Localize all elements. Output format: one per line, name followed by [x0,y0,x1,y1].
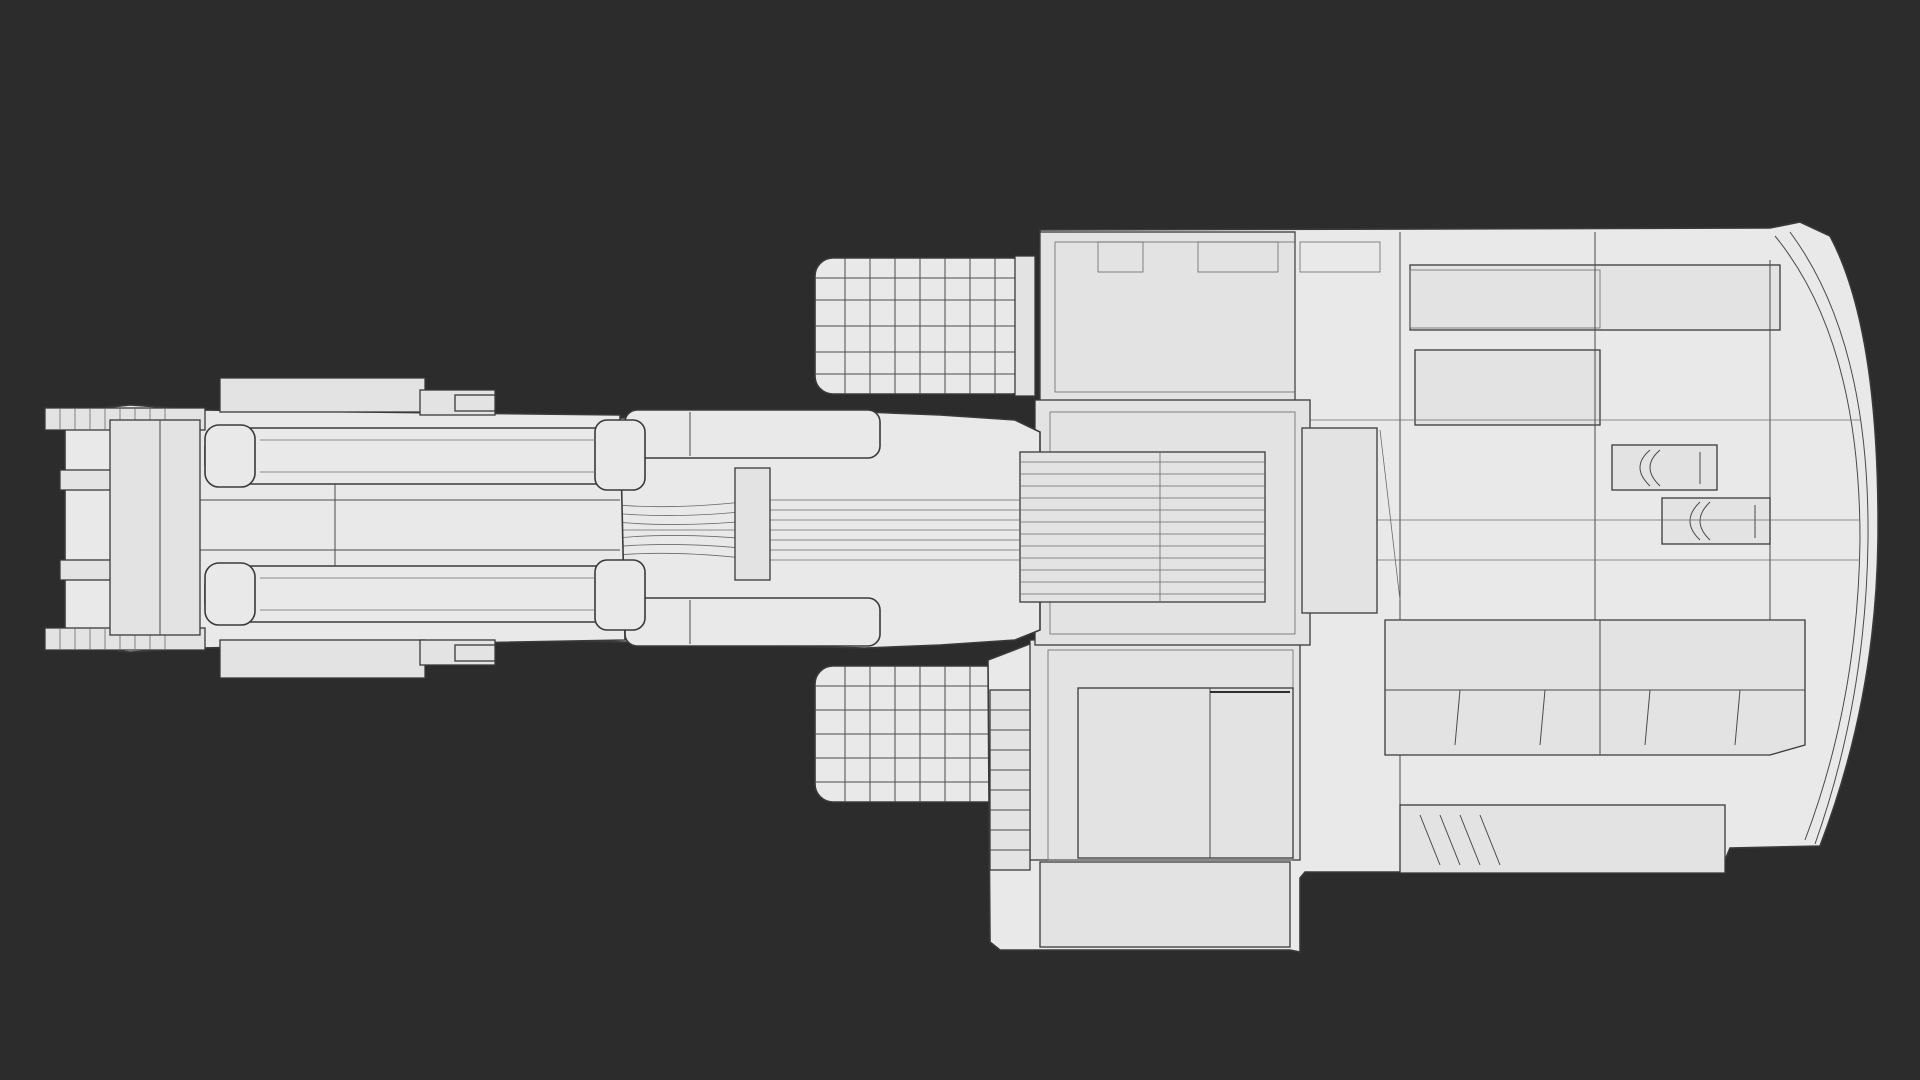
stick-arm [64,377,646,679]
upper-track [814,255,1036,397]
bucket-teeth [44,407,206,651]
boom [504,409,1266,649]
